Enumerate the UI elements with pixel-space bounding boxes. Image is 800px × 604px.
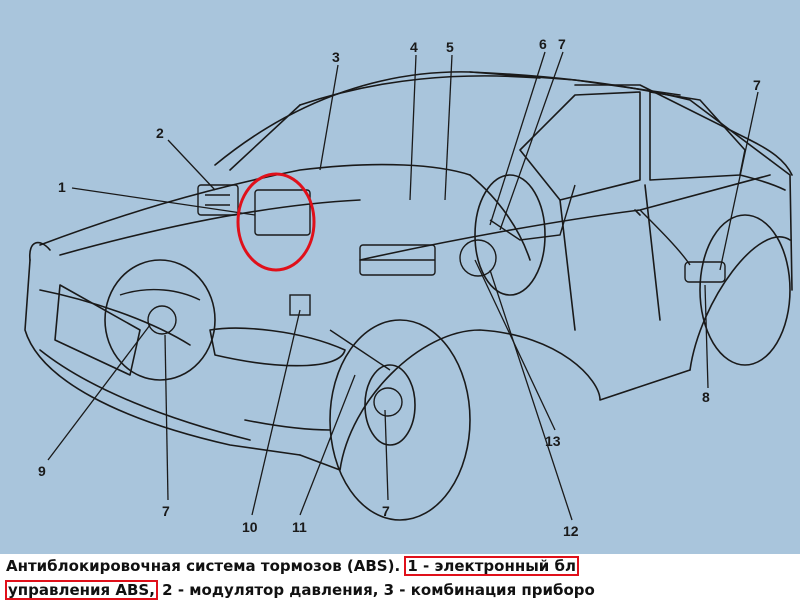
callout-10: 10	[242, 519, 258, 535]
abs-components	[119, 184, 726, 417]
callout-11: 11	[292, 519, 307, 535]
callout-7b: 7	[753, 77, 761, 93]
car-outline	[24, 71, 793, 471]
rear-left-wheel	[474, 174, 546, 296]
caption-highlight-2: управления ABS,	[5, 580, 158, 600]
callout-numbers: 1 2 3 4 5 6 7 7 8 9 7 10 11 7 12 13	[38, 36, 761, 539]
caption: Антиблокировочная система тормозов (ABS)…	[0, 554, 800, 604]
callout-9: 9	[38, 463, 46, 479]
callout-13: 13	[545, 433, 561, 449]
callout-4: 4	[410, 39, 418, 55]
front-wheel	[329, 319, 471, 521]
callout-7a: 7	[558, 36, 566, 52]
callout-1: 1	[58, 179, 66, 195]
wheels	[104, 174, 791, 521]
caption-highlight-1: 1 - электронный бл	[404, 556, 579, 576]
ecu-highlight-circle	[236, 172, 316, 272]
callout-5: 5	[446, 39, 454, 55]
callout-3: 3	[332, 49, 340, 65]
caption-text-2: 2 - модулятор давления, 3 - комбинация п…	[156, 581, 595, 599]
diagram-background	[0, 0, 800, 554]
callout-2: 2	[156, 125, 164, 141]
callout-7d: 7	[382, 503, 390, 519]
caption-text-1: Антиблокировочная система тормозов (ABS)…	[6, 557, 406, 575]
caption-line-2: управления ABS, 2 - модулятор давления, …	[0, 578, 800, 602]
callout-8: 8	[702, 389, 710, 405]
callout-12: 12	[563, 523, 579, 539]
leader-lines	[47, 51, 759, 521]
caption-line-1: Антиблокировочная система тормозов (ABS)…	[0, 554, 800, 578]
abs-car-diagram: 1 2 3 4 5 6 7 7 8 9 7 10 11 7 12 13	[0, 0, 800, 554]
rear-wheel	[699, 214, 791, 366]
callout-7c: 7	[162, 503, 170, 519]
callout-6: 6	[539, 36, 547, 52]
front-left-wheel	[104, 259, 216, 381]
